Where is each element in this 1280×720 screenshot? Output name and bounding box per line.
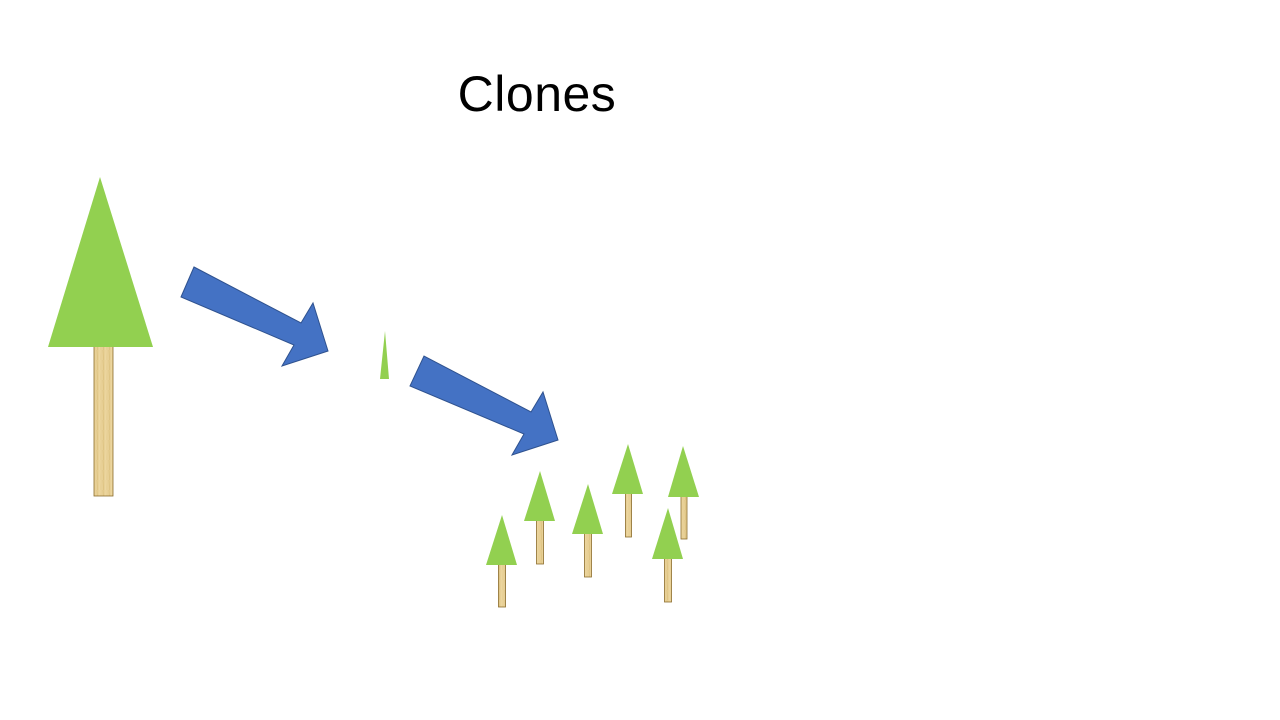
parent-tree (48, 177, 153, 497)
clone-tree (572, 484, 603, 578)
clone-tree-trunk (680, 495, 688, 540)
clone-tree-foliage (486, 515, 517, 565)
clone-tree-foliage (572, 484, 603, 534)
clone-tree (524, 471, 555, 565)
parent-tree-foliage (48, 177, 153, 347)
slide-title: Clones (457, 66, 617, 122)
clone-tree-foliage (612, 444, 643, 494)
clone-tree (612, 444, 643, 538)
clone-tree-foliage (652, 508, 683, 559)
clone-tree (486, 515, 517, 608)
cutting-foliage (380, 331, 389, 379)
clone-tree-trunk (584, 532, 592, 578)
clone-tree (668, 446, 699, 540)
cutting (380, 331, 389, 379)
clone-tree-trunk (625, 492, 632, 538)
clone-tree-foliage (524, 471, 555, 521)
clone-tree (652, 508, 683, 603)
clone-tree-trunk (498, 563, 506, 608)
clone-tree-trunk (536, 519, 544, 565)
clone-tree-foliage (668, 446, 699, 497)
parent-tree-trunk (93, 345, 114, 497)
arrow-to-cutting (180, 266, 329, 367)
clone-tree-trunk (664, 557, 672, 603)
arrow-to-clones (409, 355, 559, 456)
